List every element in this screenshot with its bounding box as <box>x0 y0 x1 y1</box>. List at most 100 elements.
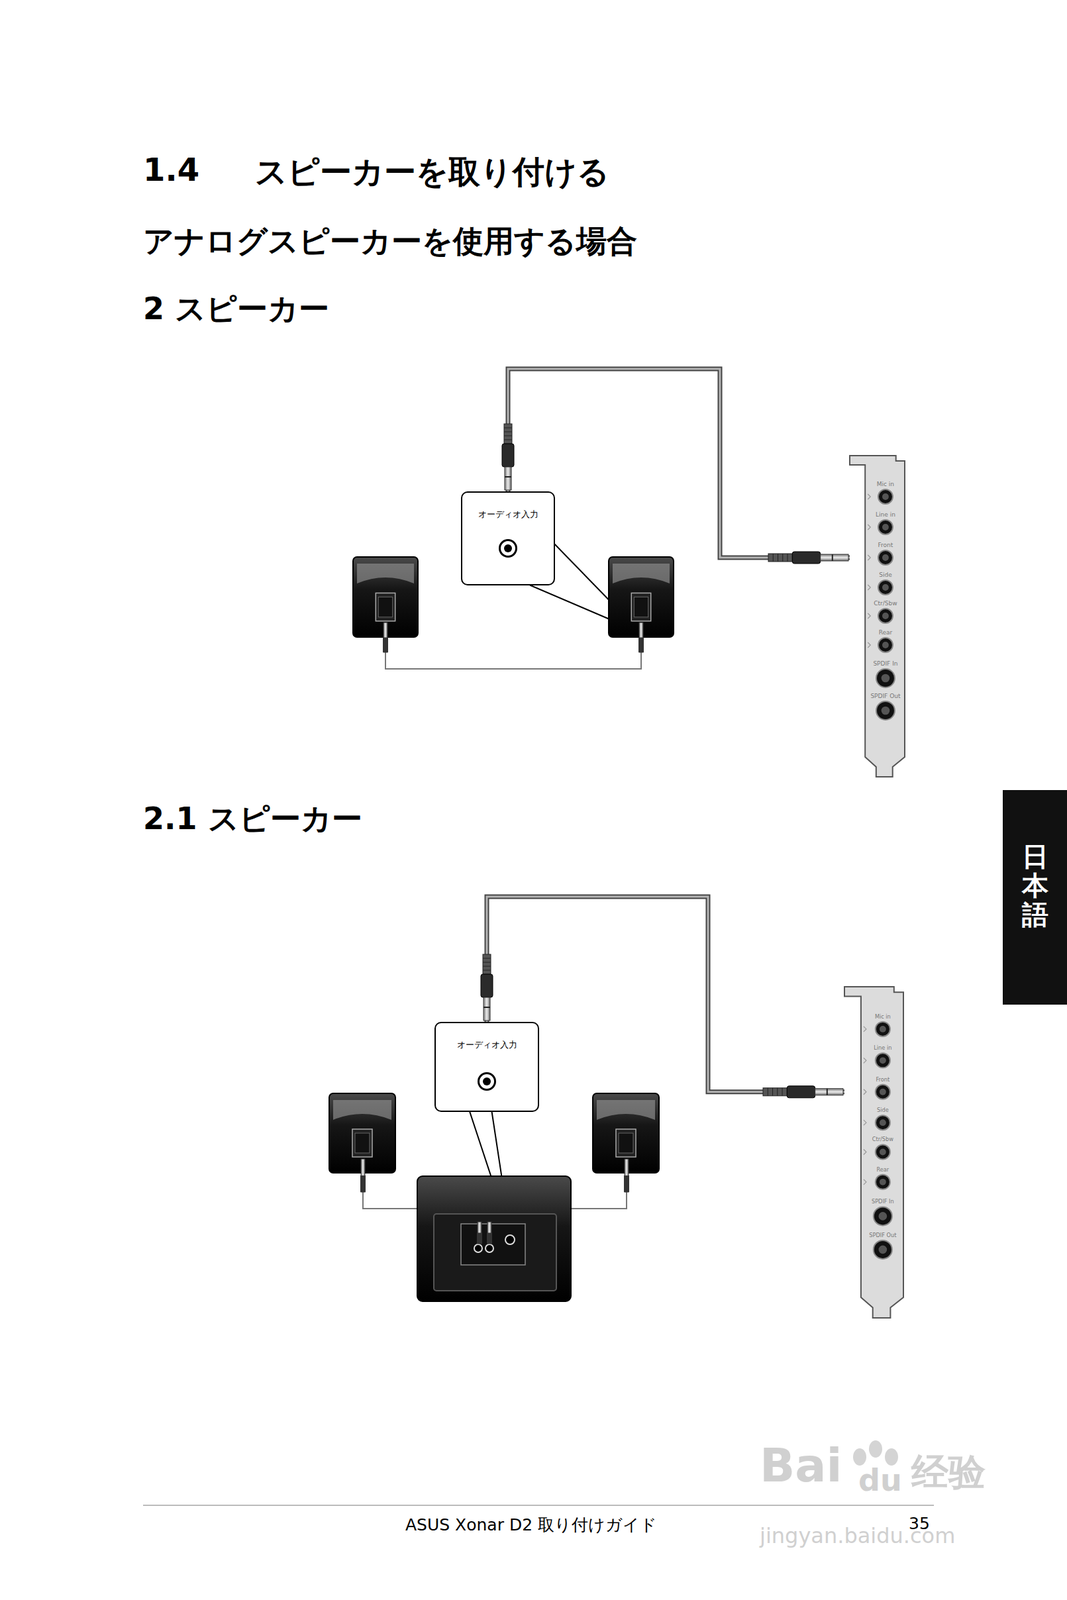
section-number: 1.4 <box>143 151 200 189</box>
jack-hole <box>879 1119 887 1126</box>
watermark: Bai <box>759 1438 843 1493</box>
jack-hole <box>882 584 889 591</box>
jack-icon <box>867 524 871 530</box>
mini-plug <box>623 1159 630 1193</box>
jack-hole <box>879 1149 887 1156</box>
jack-hole <box>882 523 889 531</box>
jack-label: Front <box>864 541 906 550</box>
jack-icon <box>867 494 871 500</box>
jack <box>878 608 893 624</box>
jack-icon <box>863 1179 867 1185</box>
jack-label: Front <box>861 1076 905 1084</box>
subheading: 2 スピーカー <box>143 288 330 330</box>
speaker-wire <box>385 652 642 669</box>
jack-label: Mic in <box>861 1013 905 1021</box>
watermark-url: jingyan.baidu.com <box>759 1523 956 1549</box>
jack-hole <box>882 612 889 620</box>
jack-hole <box>882 641 889 649</box>
bracket-outline <box>844 986 904 1319</box>
audio-jack <box>498 539 518 558</box>
mini-plug <box>360 1159 366 1193</box>
jack <box>878 519 893 535</box>
jack-hole <box>881 674 891 683</box>
jack <box>878 489 893 505</box>
jack-hole <box>879 1025 887 1033</box>
jack-icon <box>867 555 871 561</box>
language-tab: 日本語 <box>1002 790 1067 1005</box>
jack <box>873 1206 893 1226</box>
callout-box: オーディオ入力 <box>434 1021 540 1113</box>
jack-hole <box>882 493 889 501</box>
jack-icon <box>863 1026 867 1032</box>
jack <box>875 1174 891 1190</box>
section-title: スピーカーを取り付ける <box>254 151 610 194</box>
jack-label: Rear <box>861 1166 905 1174</box>
jack <box>876 668 895 688</box>
jack <box>876 701 895 720</box>
jack-hole <box>878 1245 888 1255</box>
jack-label: SPDIF In <box>864 660 906 668</box>
jack-label: Line in <box>864 511 906 519</box>
subheading: 2.1 スピーカー <box>143 798 363 840</box>
jack-icon <box>863 1119 867 1126</box>
jack-label: Line in <box>861 1044 905 1052</box>
jack-icon <box>867 584 871 591</box>
mini-plug <box>382 622 389 653</box>
jack-icon <box>863 1089 867 1095</box>
watermark: 经验 <box>911 1447 986 1499</box>
footer-rule <box>143 1504 934 1507</box>
jack-label: Mic in <box>864 480 906 489</box>
jack <box>878 580 893 595</box>
bracket <box>844 986 904 1319</box>
jack-label: SPDIF Out <box>861 1231 905 1240</box>
jack-hole <box>504 544 512 553</box>
mini-plug <box>638 622 644 653</box>
audio-cable <box>508 368 850 558</box>
jack-hole <box>879 1178 887 1186</box>
audio-plug <box>480 954 493 1021</box>
jack <box>875 1144 891 1160</box>
jack-label: Ctr/Sbw <box>861 1135 905 1144</box>
subheading: アナログスピーカーを使用する場合 <box>143 221 638 263</box>
jack-hole <box>878 1212 888 1221</box>
jack-icon <box>863 1057 867 1064</box>
jack-label: オーディオ入力 <box>435 1039 538 1052</box>
jack-icon <box>867 613 871 619</box>
mini-plug <box>476 1221 483 1244</box>
sound-card-bracket: Mic in Line in FrontSideCtr/SbwRearSPDIF I… <box>844 986 904 1319</box>
jack <box>875 1084 891 1100</box>
audio-plug <box>762 1086 844 1099</box>
footer-text: ASUS Xonar D2 取り付けガイド <box>405 1514 658 1536</box>
tab-label: 日本語 <box>1021 841 1049 930</box>
jack-icon <box>863 1149 867 1155</box>
subwoofer <box>417 1176 571 1302</box>
jack-label: SPDIF Out <box>864 692 906 701</box>
audio-plug <box>768 551 849 564</box>
jack-hole <box>879 1088 887 1096</box>
audio-jack <box>477 1072 497 1091</box>
bracket <box>849 455 905 777</box>
jack-label: オーディオ入力 <box>462 508 554 521</box>
jack <box>873 1240 893 1260</box>
jack-hole <box>879 1057 887 1064</box>
jack <box>875 1021 891 1037</box>
jack-label: Ctr/Sbw <box>864 600 906 608</box>
jack-hole <box>882 554 889 561</box>
watermark: du <box>858 1462 903 1499</box>
jack-label: SPDIF In <box>861 1198 905 1206</box>
jack-hole <box>482 1077 491 1086</box>
jack <box>875 1115 891 1130</box>
bracket-outline <box>849 455 905 777</box>
jack-icon <box>867 642 871 648</box>
jack-label: Rear <box>864 629 906 637</box>
mini-plug <box>486 1221 493 1244</box>
audio-plug <box>502 423 514 491</box>
jack <box>875 1053 891 1068</box>
audio-cable <box>486 896 845 1093</box>
jack <box>878 550 893 565</box>
jack-label: Side <box>861 1106 905 1115</box>
jack-hole <box>881 706 891 716</box>
jack-label: Side <box>864 571 906 579</box>
jack <box>878 637 893 653</box>
callout-box: オーディオ入力 <box>460 491 556 586</box>
